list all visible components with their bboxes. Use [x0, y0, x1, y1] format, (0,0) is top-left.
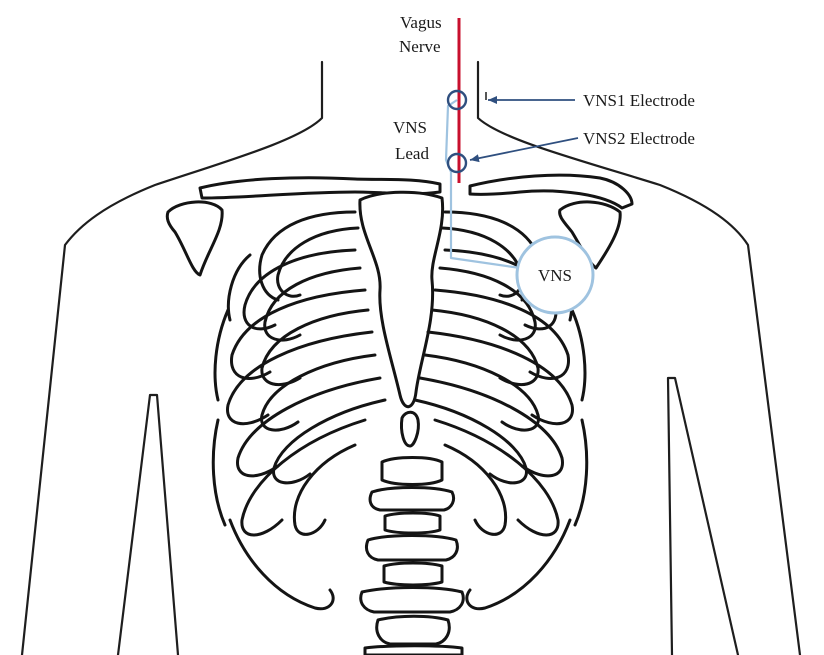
- left-arm-inner-outline: [118, 395, 178, 655]
- torso-left-outline: [22, 62, 322, 655]
- left-scapula: [167, 202, 222, 275]
- right-clavicle: [470, 175, 632, 208]
- right-arm-inner-outline: [668, 378, 738, 655]
- vagus-label-line1: Vagus: [400, 13, 442, 32]
- vns-lead-label-line1: VNS: [393, 118, 427, 137]
- sternum: [360, 192, 443, 406]
- vns-lead-label-line2: Lead: [395, 144, 429, 163]
- left-ribs: [213, 212, 385, 609]
- vagus-label-line2: Nerve: [399, 37, 441, 56]
- vns2-electrode-ring: [448, 154, 466, 172]
- vns2-electrode-label: VNS2 Electrode: [583, 129, 695, 148]
- vns-device-label: VNS: [538, 266, 572, 285]
- xiphoid-process: [401, 412, 418, 446]
- vns1-electrode-label: VNS1 Electrode: [583, 91, 695, 110]
- spine: [361, 458, 464, 655]
